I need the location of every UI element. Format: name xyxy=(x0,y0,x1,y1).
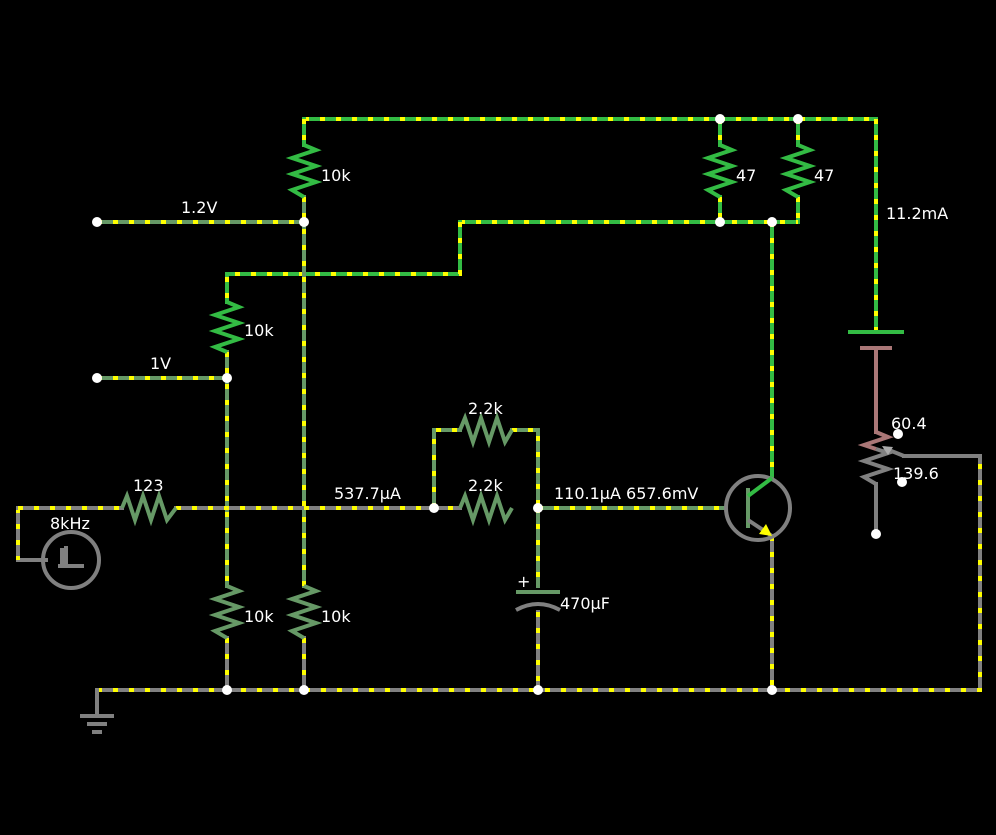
node xyxy=(715,217,725,227)
label-source-frequency: 8kHz xyxy=(50,514,90,533)
label-r-47-b: 47 xyxy=(814,166,834,185)
label-r-mid-left: 10k xyxy=(244,321,274,340)
label-voltage-1v: 1V xyxy=(150,354,171,373)
junction-nodes xyxy=(92,114,907,695)
node xyxy=(222,685,232,695)
label-r-bottom-right: 10k xyxy=(321,607,351,626)
resistor-top-10k[interactable] xyxy=(285,143,323,199)
resistor-bottom-right-10k[interactable] xyxy=(285,584,323,640)
node xyxy=(533,685,543,695)
node-1v-terminal[interactable] xyxy=(92,373,102,383)
label-capacitor: 470µF xyxy=(560,594,610,613)
resistor-mid-left-10k[interactable] xyxy=(208,300,246,354)
node-pot-terminal[interactable] xyxy=(897,477,907,487)
label-cap-polarity: + xyxy=(517,572,530,591)
polarized-capacitor-icon[interactable] xyxy=(515,590,561,612)
label-r-bottom-left: 10k xyxy=(244,607,274,626)
square-wave-source-icon[interactable] xyxy=(41,530,101,590)
wire-source-loop[interactable] xyxy=(16,506,48,562)
resistor-parallel-bottom[interactable] xyxy=(458,489,514,527)
resistor-123[interactable] xyxy=(120,489,178,527)
node xyxy=(767,685,777,695)
label-voltage-1v2: 1.2V xyxy=(181,198,217,217)
wires-mid xyxy=(95,195,728,588)
resistor-bottom-left-10k[interactable] xyxy=(208,584,246,640)
label-r-47-a: 47 xyxy=(736,166,756,185)
node xyxy=(299,685,309,695)
battery-icon[interactable] xyxy=(848,330,904,350)
resistor-parallel-top[interactable] xyxy=(458,411,514,449)
label-r-series: 123 xyxy=(133,476,164,495)
component-labels: 10k 1.2V 10k 1V 123 8kHz 537.7µA 2.2k 2.… xyxy=(50,166,948,626)
wire-step-to-left-res[interactable] xyxy=(225,220,462,304)
resistors xyxy=(120,143,817,640)
node xyxy=(533,503,543,513)
node xyxy=(222,373,232,383)
resistor-47-a[interactable] xyxy=(701,143,739,199)
potentiometer-icon[interactable] xyxy=(857,430,905,486)
label-r-parallel-bottom: 2.2k xyxy=(468,476,503,495)
npn-transistor-icon[interactable] xyxy=(724,474,792,542)
ground-icon[interactable] xyxy=(80,714,114,734)
label-base-readout: 110.1µA 657.6mV xyxy=(554,484,698,503)
node-pot-terminal[interactable] xyxy=(871,529,881,539)
wire-bottom-leads[interactable] xyxy=(225,610,540,692)
node xyxy=(793,114,803,124)
node xyxy=(715,114,725,124)
resistor-47-b[interactable] xyxy=(779,143,817,199)
node xyxy=(299,217,309,227)
node-pot-terminal[interactable] xyxy=(893,429,903,439)
wire-parallel-top[interactable] xyxy=(432,428,540,510)
node-1v2-terminal[interactable] xyxy=(92,217,102,227)
label-current-left: 537.7µA xyxy=(334,484,401,503)
label-r-parallel-top: 2.2k xyxy=(468,399,503,418)
label-r-top: 10k xyxy=(321,166,351,185)
label-supply-current: 11.2mA xyxy=(886,204,948,223)
node xyxy=(429,503,439,513)
node xyxy=(767,217,777,227)
label-pot-bottom: 139.6 xyxy=(893,464,939,483)
label-pot-top: 60.4 xyxy=(891,414,927,433)
